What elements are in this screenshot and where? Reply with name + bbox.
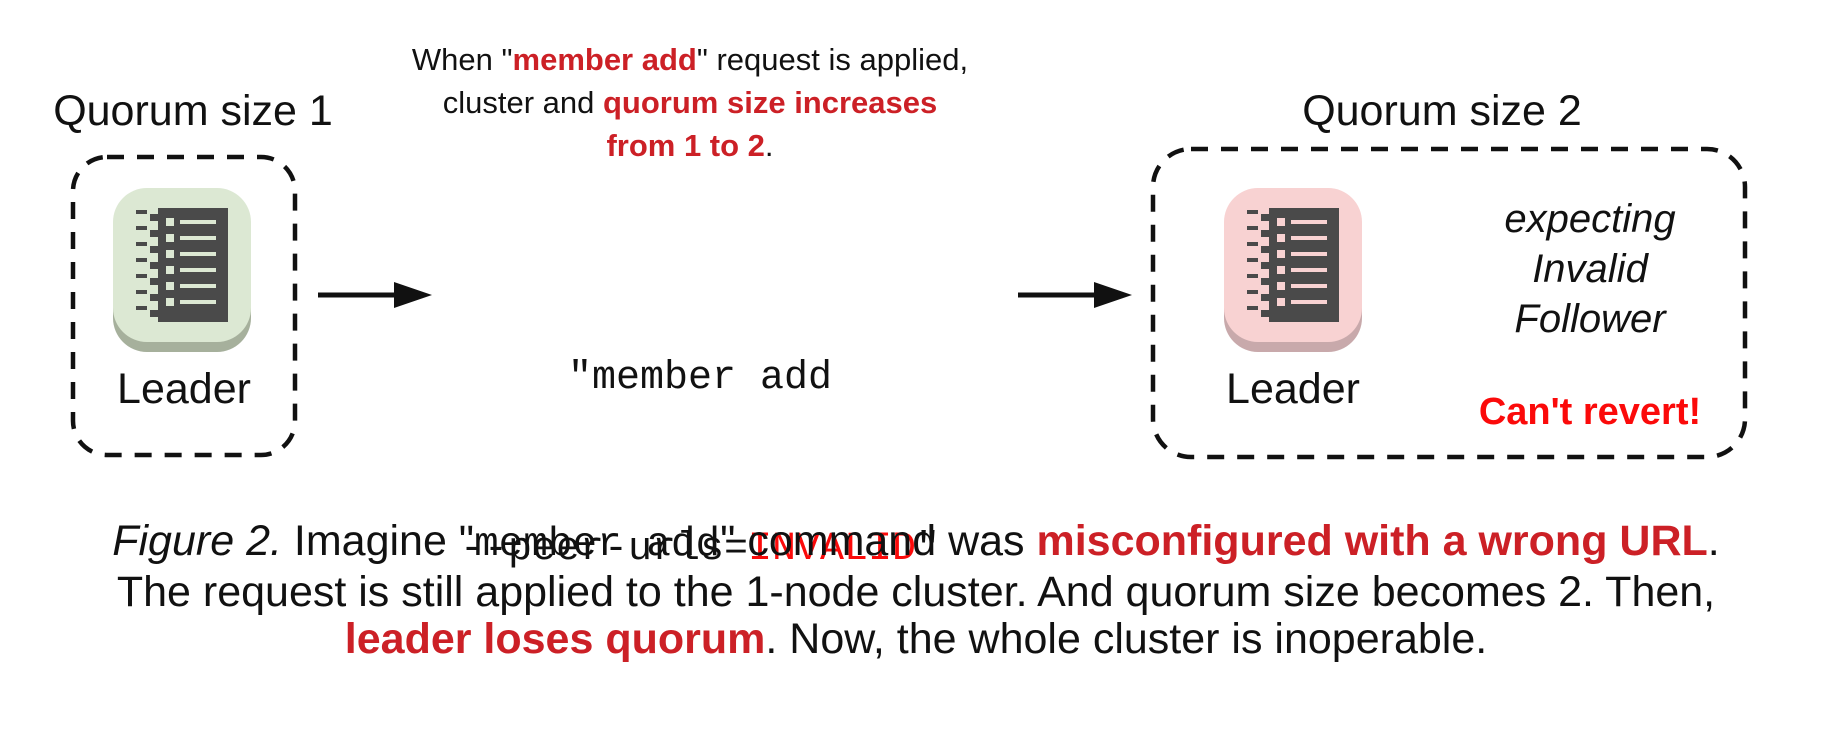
caption-line-1: Figure 2. Imagine "member add" command w… (112, 517, 1720, 569)
command-line-1: "member add (567, 356, 833, 401)
etcd-log-node-icon (113, 188, 251, 352)
annotation-line-1: When "member add" request is applied, (340, 38, 1040, 81)
caption-line-3: leader loses quorum. Now, the whole clus… (344, 615, 1488, 663)
figure-label: Figure 2. (112, 517, 282, 565)
invalid-url-highlight: INVALID (748, 527, 917, 572)
left-cluster-title: Quorum size 1 (53, 87, 333, 135)
annotation-line-3: from 1 to 2. (340, 124, 1040, 167)
arrow-right-icon (318, 282, 432, 308)
right-node-label: Leader (1226, 365, 1360, 413)
annotation-line-2: cluster and quorum size increases (340, 81, 1040, 124)
right-cluster-title: Quorum size 2 (1302, 87, 1582, 135)
annotation-text: When " (411, 42, 513, 77)
annotation-highlight: quorum size increases (603, 85, 938, 120)
command-line-2: --peer-urls=INVALID" (459, 527, 941, 572)
left-node-label: Leader (117, 365, 251, 413)
command-text: "member add --peer-urls=INVALID" (420, 236, 980, 692)
annotation-text: cluster and (442, 85, 603, 120)
dashed-cluster-boundary (1150, 146, 1748, 460)
annotation-member-add: When "member add" request is applied, cl… (340, 38, 1040, 167)
caption-line-2: The request is still applied to the 1-no… (116, 568, 1716, 616)
etcd-log-node-icon (1224, 188, 1362, 352)
caption-highlight: leader loses quorum (344, 615, 766, 663)
annotation-text: . (764, 128, 774, 163)
annotation-text: " request is applied, (696, 42, 969, 77)
cant-revert-warning: Can't revert! (1478, 391, 1702, 433)
annotation-highlight: from 1 to 2 (606, 128, 765, 163)
caption-highlight: misconfigured with a wrong URL (1036, 517, 1708, 565)
figure-caption: Figure 2. Imagine "member add" command w… (0, 518, 1832, 663)
expected-follower-note: expecting Invalid Follower (1504, 197, 1676, 341)
caption-command: member add (474, 522, 721, 568)
dashed-cluster-boundary (70, 154, 298, 458)
arrow-right-icon (1018, 282, 1132, 308)
annotation-highlight: member add (512, 42, 697, 77)
